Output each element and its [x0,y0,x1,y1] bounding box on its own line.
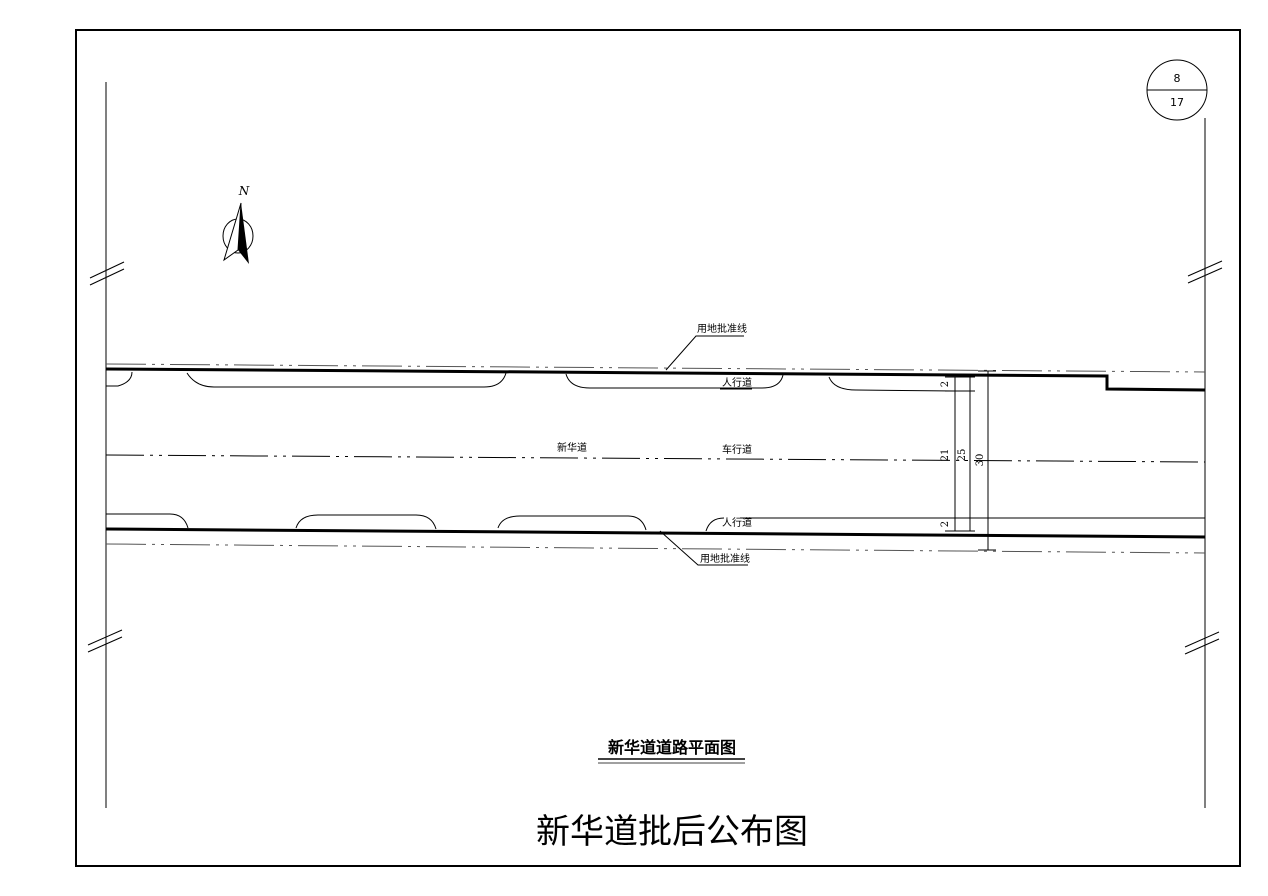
dim-boundary-width: 30 [975,454,986,467]
road-centerline [105,454,1206,463]
label-sidewalk-top: 人行道 [722,376,752,389]
plan-title: 新华道道路平面图 [608,738,736,757]
leader-boundary-bottom [659,530,748,566]
sheet-number-badge: 8 17 [1146,59,1208,121]
sheet-total: 17 [1170,96,1184,109]
dim-carriageway: 21 [940,449,951,462]
leader-boundary-top [665,335,744,371]
sheet-number: 8 [1174,72,1181,85]
boundary-line-bottom [105,543,1206,554]
label-carriageway: 车行道 [722,443,752,456]
break-mark-left-bottom [87,629,123,653]
dim-sidewalk-top: 2 [940,381,951,387]
break-mark-left-top [89,261,125,286]
dimension-lines [945,370,996,551]
bottom-bays [106,513,725,532]
road-edge-bottom [105,527,1206,539]
label-boundary-top: 用地批准线 [697,322,747,335]
road-edge-top [105,367,1206,392]
break-mark-right-top [1187,260,1223,284]
break-mark-right-bottom [1184,631,1220,655]
dim-sidewalk-bottom: 2 [940,521,951,527]
north-label: N [238,184,250,198]
top-bays [106,371,956,392]
drawing-frame [75,29,1241,867]
main-title: 新华道批后公布图 [536,812,808,852]
dim-road-width: 25 [957,449,968,462]
label-sidewalk-bottom: 人行道 [722,516,752,529]
label-road-name: 新华道 [557,441,587,454]
north-arrow-icon: N [222,184,254,264]
boundary-line-top [105,363,1206,373]
label-boundary-bottom: 用地批准线 [700,552,750,565]
